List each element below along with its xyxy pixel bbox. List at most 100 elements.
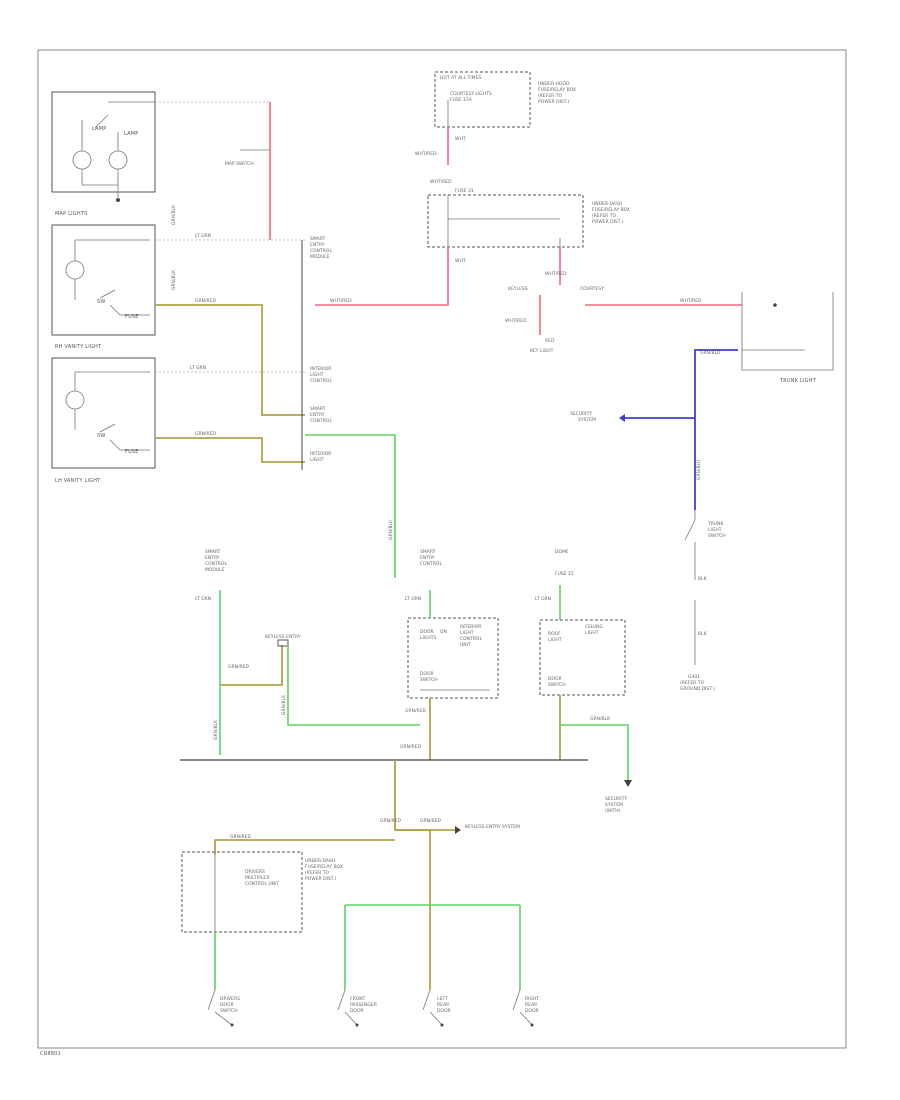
svg-text:CEILING: CEILING	[585, 624, 604, 630]
svg-text:SMART: SMART	[420, 549, 436, 555]
svg-text:MULTIPLEX: MULTIPLEX	[245, 875, 269, 881]
svg-text:LT GRN: LT GRN	[195, 233, 211, 239]
svg-text:SYSTEM: SYSTEM	[605, 802, 623, 808]
wire-rh-olive	[155, 304, 305, 416]
svg-text:GRN/RED: GRN/RED	[400, 744, 421, 750]
svg-text:POWER DIST.): POWER DIST.)	[592, 219, 623, 225]
under-hood-fuse-box: HOT AT ALL TIMES COURTESY LIGHTS FUSE 15…	[434, 71, 576, 128]
passenger-door-switch: FRONT PASSENGER DOOR	[337, 989, 377, 1027]
svg-text:HOT AT ALL TIMES: HOT AT ALL TIMES	[440, 75, 481, 81]
trunk-switch: TRUNK LIGHT SWITCH BLK BLK G401 (REFER T…	[680, 510, 726, 692]
wire-olive-down	[394, 760, 431, 990]
svg-text:COURTESY LIGHTS: COURTESY LIGHTS	[450, 91, 492, 97]
svg-text:LIGHT: LIGHT	[310, 372, 324, 378]
svg-text:DOOR: DOOR	[420, 629, 434, 635]
ground-label: G401	[688, 674, 700, 680]
svg-text:REAR: REAR	[437, 1002, 449, 1008]
svg-text:GRN/RED: GRN/RED	[230, 834, 251, 840]
svg-text:RIGHT: RIGHT	[525, 996, 539, 1002]
svg-text:GRN/BLU: GRN/BLU	[696, 460, 702, 480]
svg-text:(WITH): (WITH)	[605, 808, 621, 814]
svg-text:LT GRN: LT GRN	[195, 596, 211, 602]
wire-olive-driver-top	[214, 839, 395, 855]
svg-text:LT GRN: LT GRN	[405, 596, 421, 602]
svg-text:WHT/RED: WHT/RED	[545, 271, 567, 277]
svg-text:LIGHT: LIGHT	[585, 630, 599, 636]
svg-text:FUSE 15: FUSE 15	[555, 571, 574, 577]
svg-text:KEYLESS ENTRY: KEYLESS ENTRY	[265, 634, 301, 640]
svg-text:KEY LIGHT: KEY LIGHT	[530, 348, 554, 354]
svg-text:LT GRN: LT GRN	[190, 365, 206, 371]
svg-text:FUSE: FUSE	[125, 314, 139, 320]
interior-light-control-unit: DOOR LIGHTS ON INTERIOR LIGHT CONTROL UN…	[407, 617, 499, 699]
svg-text:TRUNK: TRUNK	[707, 521, 725, 527]
svg-text:CONTROL: CONTROL	[205, 561, 227, 567]
svg-text:LAMP: LAMP	[92, 126, 106, 132]
svg-text:SW: SW	[97, 299, 106, 305]
svg-text:GRN/RED: GRN/RED	[420, 818, 441, 824]
svg-text:UNDER-DASH: UNDER-DASH	[592, 201, 622, 207]
svg-text:(REFER TO: (REFER TO	[538, 93, 562, 99]
svg-text:FRONT: FRONT	[350, 996, 366, 1002]
svg-text:CONTROL: CONTROL	[310, 248, 332, 254]
courtesy-label: COURTESY	[580, 286, 604, 292]
svg-text:CONTROL UNIT: CONTROL UNIT	[245, 881, 279, 887]
svg-text:PASSENGER: PASSENGER	[350, 1002, 377, 1008]
svg-text:LT GRN: LT GRN	[535, 596, 551, 602]
lh-vanity-label: LH VANITY LIGHT	[55, 478, 101, 484]
svg-text:GRN/BLK: GRN/BLK	[171, 204, 177, 225]
svg-text:FUSE/RELAY BOX: FUSE/RELAY BOX	[592, 207, 630, 213]
rh-vanity-label: RH VANITY LIGHT	[55, 344, 102, 350]
svg-text:GRN/BLK: GRN/BLK	[388, 519, 394, 540]
svg-text:MODULE: MODULE	[205, 567, 225, 573]
wire-red-fuse-to-left	[315, 247, 449, 306]
wire-green-mid	[287, 645, 420, 726]
svg-text:MODULE: MODULE	[310, 254, 330, 260]
svg-text:CONTROL: CONTROL	[420, 561, 442, 567]
svg-text:LIGHT: LIGHT	[708, 527, 722, 533]
svg-text:POWER DIST.): POWER DIST.)	[538, 99, 569, 105]
svg-text:ENTRY: ENTRY	[310, 242, 325, 248]
svg-text:GROUND DIST.): GROUND DIST.)	[680, 686, 715, 692]
svg-text:WHT/RED: WHT/RED	[505, 318, 527, 324]
svg-text:DOOR: DOOR	[437, 1008, 451, 1014]
svg-text:WHT/RED: WHT/RED	[415, 151, 437, 157]
svg-text:WHT: WHT	[455, 136, 466, 142]
svg-text:DOOR: DOOR	[548, 676, 562, 682]
svg-text:LIGHT: LIGHT	[310, 457, 324, 463]
svg-text:BLK: BLK	[698, 631, 708, 637]
wire-green-security	[560, 724, 629, 780]
svg-text:FUSE 15A: FUSE 15A	[450, 97, 473, 103]
svg-text:SWITCH: SWITCH	[220, 1008, 238, 1014]
svg-text:DOOR: DOOR	[420, 671, 434, 677]
svg-text:ENTRY: ENTRY	[310, 412, 325, 418]
svg-text:SECURITY: SECURITY	[570, 411, 592, 417]
right-rear-door-switch: RIGHT REAR DOOR	[512, 989, 539, 1027]
svg-text:REAR: REAR	[525, 1002, 537, 1008]
map-lights-label: MAP LIGHTS	[55, 211, 87, 217]
svg-text:CONTROL: CONTROL	[310, 418, 332, 424]
svg-text:LAMP: LAMP	[124, 131, 138, 137]
svg-text:WHT/RED: WHT/RED	[330, 298, 352, 304]
keyless-entry-label: KEYLESS ENTRY SYSTEM	[465, 824, 520, 830]
footer-code: CR8801	[40, 1051, 61, 1057]
svg-text:WHT/RED: WHT/RED	[680, 298, 702, 304]
svg-text:(REFER TO: (REFER TO	[592, 213, 616, 219]
svg-text:(REFER TO: (REFER TO	[305, 870, 329, 876]
svg-text:DOOR: DOOR	[350, 1008, 364, 1014]
svg-text:ENTRY: ENTRY	[205, 555, 220, 561]
svg-text:SW: SW	[97, 433, 106, 439]
svg-text:DRIVERS: DRIVERS	[220, 996, 240, 1002]
svg-text:GRN/BLK: GRN/BLK	[213, 719, 219, 740]
svg-text:INTERIOR: INTERIOR	[310, 451, 331, 457]
svg-text:GRN/RED: GRN/RED	[228, 664, 249, 670]
svg-text:SWITCH: SWITCH	[548, 682, 566, 688]
svg-text:SYSTEM: SYSTEM	[578, 417, 596, 423]
svg-text:WHT/RED: WHT/RED	[430, 179, 452, 185]
svg-text:SWITCH: SWITCH	[708, 533, 726, 539]
trunk-light-module: TRUNK LIGHT	[741, 292, 834, 384]
svg-text:KEYLESS: KEYLESS	[508, 286, 528, 292]
svg-text:INTERIOR: INTERIOR	[460, 624, 481, 630]
lh-vanity-light-module: SW FUSE LH VANITY LIGHT	[51, 357, 156, 484]
